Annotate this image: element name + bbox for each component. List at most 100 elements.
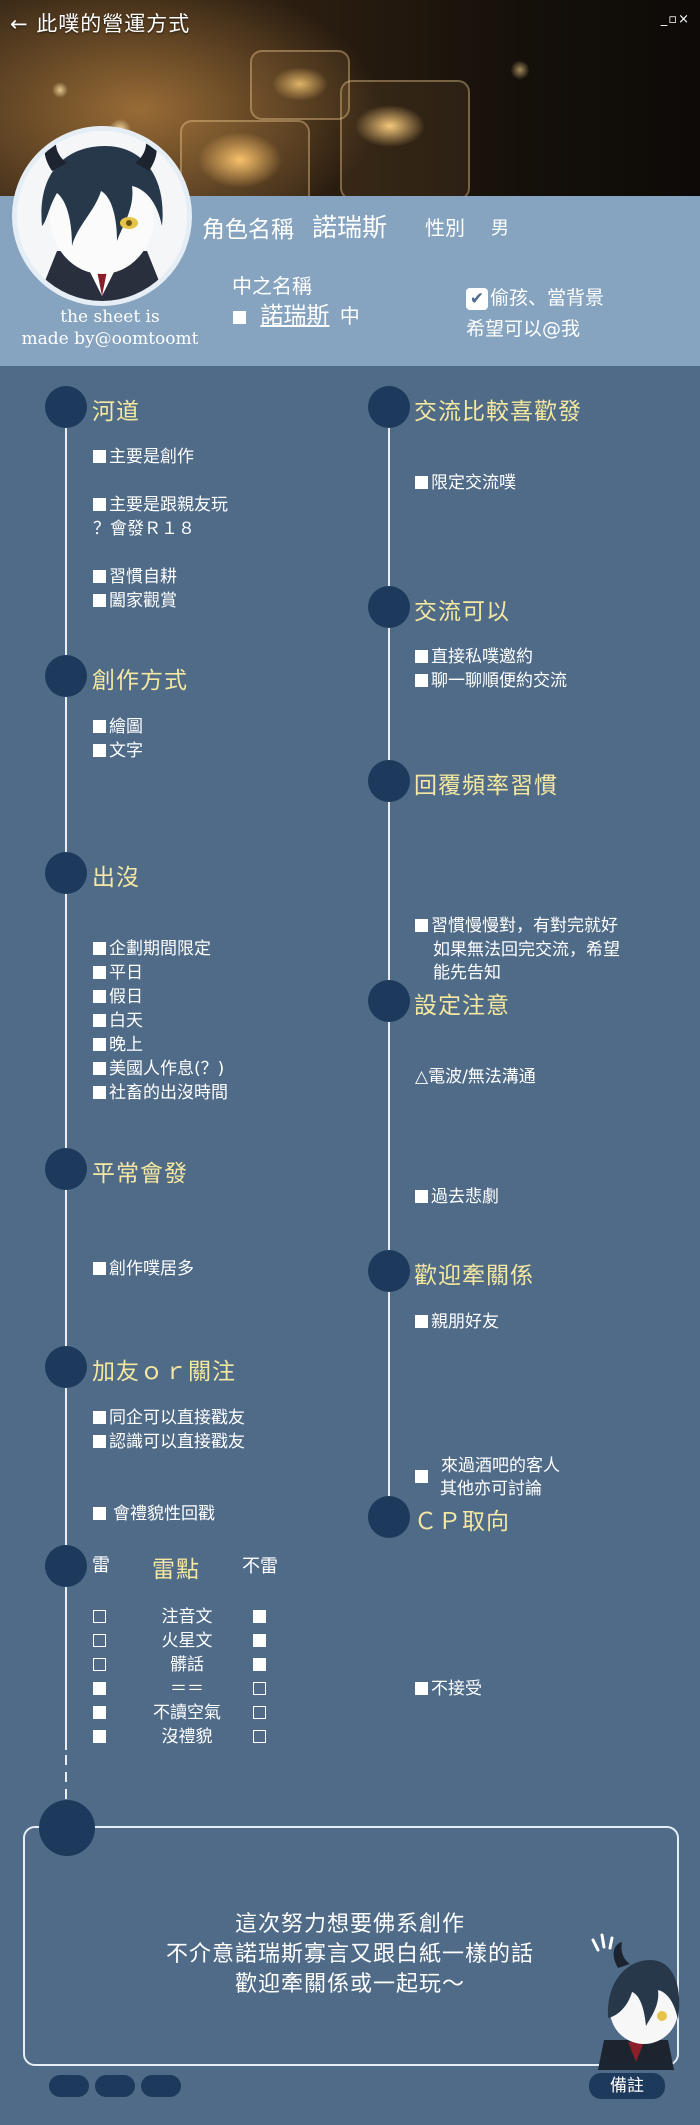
list-item: 習慣自耕 xyxy=(93,565,177,589)
section-title-river: 河道 xyxy=(92,399,140,425)
lei-checkbox[interactable] xyxy=(93,1706,106,1719)
note-dot xyxy=(39,1800,95,1856)
note-box xyxy=(23,1826,679,2066)
candle-glass xyxy=(340,80,470,196)
remark-button[interactable]: 備註 xyxy=(589,2073,665,2099)
sheet-credit: the sheet is made by@oomtoomt xyxy=(21,307,199,349)
list-item: 主要是跟親友玩 xyxy=(93,493,228,517)
lei-checkbox[interactable] xyxy=(93,1730,106,1743)
char-name-value: 諾瑞斯 xyxy=(312,213,388,242)
checkbox-marker xyxy=(415,1314,428,1328)
section-title-appearance: 出沒 xyxy=(92,865,140,891)
checkbox-marker xyxy=(93,497,106,511)
page-pill[interactable] xyxy=(141,2075,181,2097)
list-item: △電波/無法溝通 xyxy=(415,1067,536,1087)
list-item: 闔家觀賞 xyxy=(93,589,177,613)
checkbox-marker xyxy=(93,1061,106,1075)
list-item: 如果無法回完交流，希望 xyxy=(433,940,620,960)
section-dot xyxy=(368,386,410,428)
checkbox-marker xyxy=(93,719,106,733)
not-lei-checkbox[interactable] xyxy=(253,1682,266,1695)
note-line-1: 這次努力想要佛系創作 xyxy=(234,1912,465,1937)
char-name-label: 角色名稱 xyxy=(202,217,294,243)
section-title-exchange-ok: 交流可以 xyxy=(414,599,510,625)
lei-checkbox[interactable] xyxy=(93,1634,106,1647)
list-item: 白天 xyxy=(93,1009,143,1033)
lei-checkbox[interactable] xyxy=(93,1610,106,1623)
not-lei-checkbox[interactable] xyxy=(253,1730,266,1743)
list-item: 社畜的出沒時間 xyxy=(93,1081,228,1105)
section-dot xyxy=(45,386,87,428)
zh-name-row: 諾瑞斯 中 xyxy=(233,296,360,330)
window-controls[interactable]: _▫× xyxy=(660,12,690,27)
left-timeline xyxy=(65,405,67,1750)
right-timeline xyxy=(388,405,390,1520)
checkbox-marker xyxy=(93,569,106,583)
section-title-friend: 加友ｏｒ關注 xyxy=(92,1359,236,1385)
checkbox-marker xyxy=(415,1681,428,1695)
not-lei-header: 不雷 xyxy=(242,1556,278,1577)
section-title-setting: 設定注意 xyxy=(414,993,510,1019)
timeline-dash xyxy=(65,1772,67,1782)
page-pill[interactable] xyxy=(95,2075,135,2097)
section-title-relationship: 歡迎牽關係 xyxy=(414,1263,534,1289)
list-item: 認識可以直接戳友 xyxy=(93,1430,245,1454)
list-item: 主要是創作 xyxy=(93,445,194,469)
list-item: 不接受 xyxy=(415,1677,482,1701)
checkbox-marker xyxy=(415,1469,428,1483)
timeline-dash xyxy=(65,1755,67,1765)
checkbox-marker xyxy=(93,965,106,979)
list-item: 來過酒吧的客人 xyxy=(415,1454,560,1483)
checkbox-marker xyxy=(415,918,428,932)
section-dot xyxy=(45,655,87,697)
opt-row-1: ✔偷孩、當背景 xyxy=(466,283,604,310)
section-dot xyxy=(368,1250,410,1292)
list-item: 會禮貌性回戳 xyxy=(93,1502,215,1526)
section-dot xyxy=(368,1496,410,1538)
checkbox-marker xyxy=(93,593,106,607)
list-item: 直接私噗邀約 xyxy=(415,645,533,669)
timeline-dash xyxy=(65,1789,67,1799)
list-item: 過去悲劇 xyxy=(415,1185,499,1209)
zh-suffix: 中 xyxy=(339,304,360,328)
section-dot xyxy=(45,852,87,894)
not-lei-checkbox[interactable] xyxy=(253,1658,266,1671)
list-item: 企劃期間限定 xyxy=(93,937,211,961)
section-title-triggers: 雷點 xyxy=(152,1557,200,1583)
zh-name-checkbox[interactable] xyxy=(233,311,246,324)
section-title-cp: ＣＰ取向 xyxy=(414,1509,510,1535)
checkbox-marker xyxy=(93,743,106,757)
not-lei-checkbox[interactable] xyxy=(253,1634,266,1647)
page-title[interactable]: ← 此噗的營運方式 xyxy=(10,12,191,36)
lei-checkbox[interactable] xyxy=(93,1658,106,1671)
list-item: 文字 xyxy=(93,739,143,763)
not-lei-checkbox[interactable] xyxy=(253,1610,266,1623)
checkbox-marker xyxy=(93,941,106,955)
section-title-exchange-like: 交流比較喜歡發 xyxy=(414,399,582,425)
lei-header: 雷 xyxy=(92,1555,110,1576)
section-title-creation: 創作方式 xyxy=(92,668,188,694)
page-pill[interactable] xyxy=(49,2075,89,2097)
list-item: 平日 xyxy=(93,961,143,985)
check-icon[interactable]: ✔ xyxy=(466,287,488,310)
section-dot xyxy=(368,586,410,628)
checkbox-marker xyxy=(93,1506,106,1520)
not-lei-checkbox[interactable] xyxy=(253,1706,266,1719)
checkbox-marker xyxy=(93,1434,106,1448)
list-item: 習慣慢慢對，有對完就好 xyxy=(415,914,618,938)
section-dot xyxy=(45,1148,87,1190)
zh-name-value: 諾瑞斯 xyxy=(260,303,330,329)
list-item: 繪圖 xyxy=(93,715,143,739)
candle-glass xyxy=(180,120,310,196)
checkbox-marker xyxy=(93,449,106,463)
checkbox-marker xyxy=(415,673,428,687)
list-item: 聊一聊順便約交流 xyxy=(415,669,567,693)
checkbox-marker xyxy=(415,1189,428,1203)
list-item: 親朋好友 xyxy=(415,1310,499,1334)
lei-checkbox[interactable] xyxy=(93,1682,106,1695)
checkbox-marker xyxy=(415,475,428,489)
checkbox-marker xyxy=(93,1085,106,1099)
section-dot xyxy=(368,760,410,802)
avatar xyxy=(12,126,192,306)
section-title-reply: 回覆頻率習慣 xyxy=(414,773,558,799)
